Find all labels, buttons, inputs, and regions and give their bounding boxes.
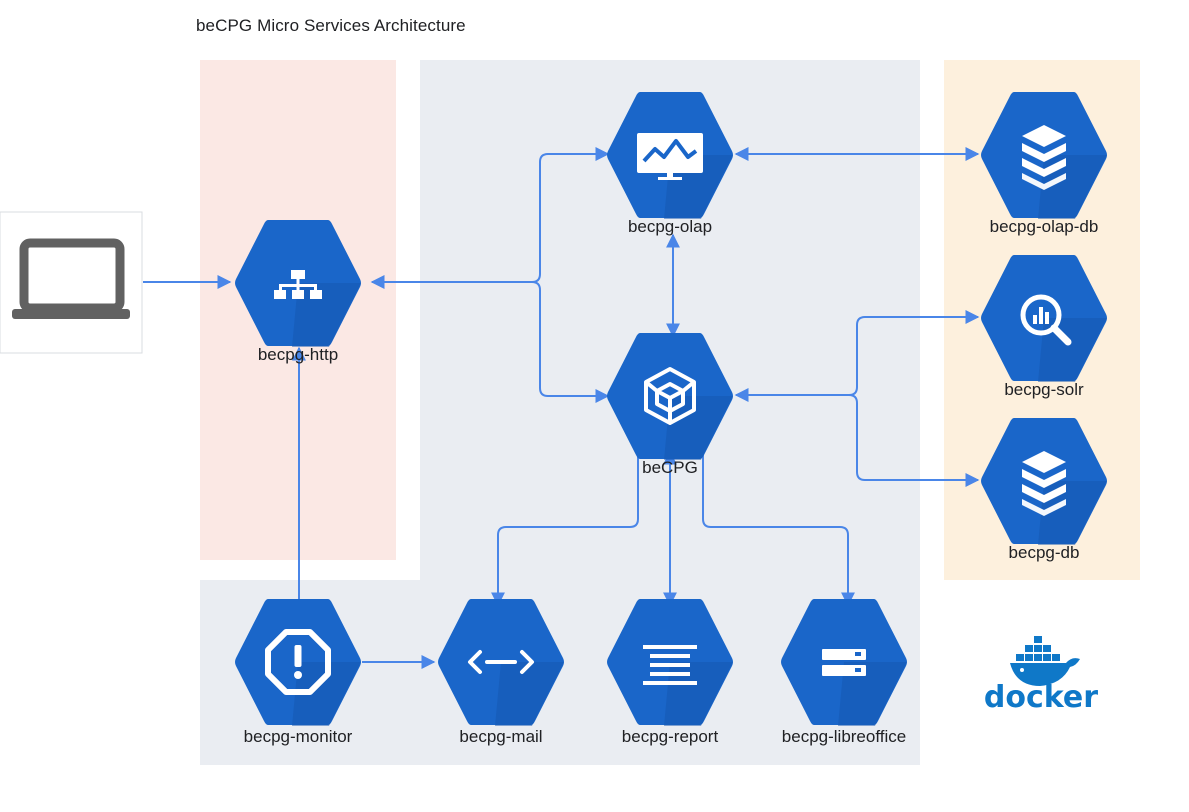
label-becpg-monitor: becpg-monitor <box>244 727 353 746</box>
node-becpg[interactable] <box>607 333 733 460</box>
database-layers-icon <box>1022 451 1066 516</box>
label-becpg-olap: becpg-olap <box>628 217 712 236</box>
client-laptop <box>0 211 143 354</box>
label-becpg-db: becpg-db <box>1009 543 1080 562</box>
node-becpg-report[interactable] <box>607 599 733 726</box>
connectors <box>143 147 980 669</box>
connector-becpg-db <box>848 394 980 487</box>
node-becpg-db[interactable] <box>981 418 1107 545</box>
application-zone <box>200 60 920 765</box>
node-becpg-olap[interactable] <box>607 92 733 219</box>
node-becpg-monitor[interactable] <box>235 599 361 726</box>
document-lines-icon <box>643 645 697 685</box>
label-becpg-olap-db: becpg-olap-db <box>990 217 1099 236</box>
label-becpg-report: becpg-report <box>622 727 719 746</box>
node-becpg-olap-db[interactable] <box>981 92 1107 219</box>
node-becpg-http[interactable] <box>235 220 361 347</box>
label-becpg-mail: becpg-mail <box>459 727 542 746</box>
diagram-title: beCPG Micro Services Architecture <box>196 16 466 35</box>
laptop-icon <box>12 238 130 319</box>
connector-http-becpg <box>531 281 610 403</box>
search-analytics-icon <box>1020 294 1072 346</box>
connector-becpg-mail <box>491 450 639 607</box>
cube-icon <box>644 367 696 425</box>
docker-whale-icon <box>1010 636 1080 686</box>
code-arrows-icon <box>468 650 534 674</box>
database-layers-icon <box>1022 125 1066 190</box>
node-becpg-mail[interactable] <box>438 599 564 726</box>
node-becpg-solr[interactable] <box>981 255 1107 382</box>
label-becpg-http: becpg-http <box>258 345 338 364</box>
label-becpg-libreoffice: becpg-libreoffice <box>782 727 906 746</box>
docker-wordmark: docker <box>984 680 1098 715</box>
connector-becpg-libreoffice <box>702 450 855 607</box>
sitemap-icon <box>274 270 322 299</box>
monitor-chart-icon <box>637 133 703 180</box>
label-becpg: beCPG <box>642 458 698 477</box>
server-icon <box>822 649 866 676</box>
docker-logo: docker <box>984 636 1098 715</box>
alert-icon <box>265 629 331 695</box>
label-becpg-solr: becpg-solr <box>1004 380 1084 399</box>
node-becpg-libreoffice[interactable] <box>781 599 907 726</box>
